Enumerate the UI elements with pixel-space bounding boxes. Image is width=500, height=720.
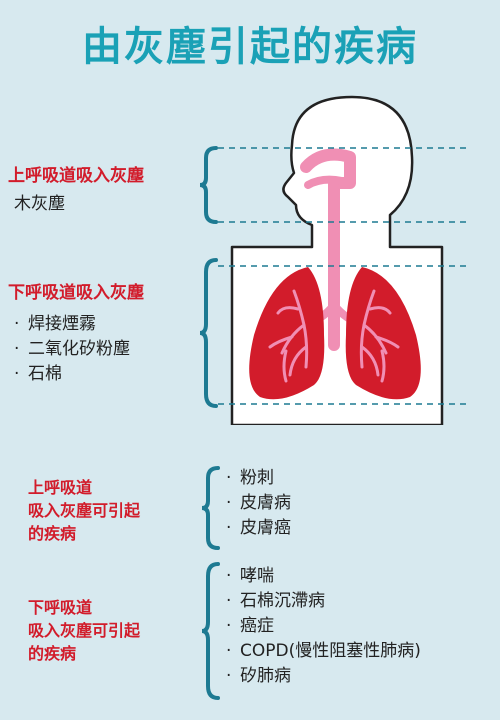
human-torso-illustration xyxy=(230,95,444,425)
lower-diseases-list: ·哮喘 ·石棉沉滯病 ·癌症 ·COPD(慢性阻塞性肺病) ·矽肺病 xyxy=(226,564,421,689)
curly-brace-icon xyxy=(199,258,218,408)
curly-brace-icon xyxy=(201,562,220,700)
upper-section-item: 木灰塵 xyxy=(14,194,65,214)
curly-brace-icon xyxy=(201,466,220,550)
list-item: ·石棉 xyxy=(14,364,62,384)
upper-diseases-list: ·粉刺 ·皮膚病 ·皮膚癌 xyxy=(226,466,291,541)
list-item: ·COPD(慢性阻塞性肺病) xyxy=(226,641,421,661)
lower-diseases-label: 下呼吸道 吸入灰塵可引起 的疾病 xyxy=(28,598,141,663)
list-item: ·哮喘 xyxy=(226,566,274,586)
list-item: ·粉刺 xyxy=(226,468,274,488)
list-item: ·矽肺病 xyxy=(226,666,291,686)
list-item: ·焊接煙霧 xyxy=(14,314,96,334)
upper-section-label: 上呼吸道吸入灰塵 xyxy=(8,166,144,186)
region-guide-lines xyxy=(218,147,468,405)
curly-brace-icon xyxy=(199,146,218,224)
upper-diseases-label: 上呼吸道 吸入灰塵可引起 的疾病 xyxy=(28,478,141,543)
page-title: 由灰塵引起的疾病 xyxy=(82,24,418,70)
lower-section-list: ·焊接煙霧 ·二氧化矽粉塵 ·石棉 xyxy=(14,312,130,387)
list-item: ·皮膚病 xyxy=(226,493,291,513)
list-item: ·二氧化矽粉塵 xyxy=(14,339,130,359)
lower-section-label: 下呼吸道吸入灰塵 xyxy=(8,283,144,303)
list-item: ·石棉沉滯病 xyxy=(226,591,325,611)
list-item: ·皮膚癌 xyxy=(226,518,291,538)
list-item: ·癌症 xyxy=(226,616,274,636)
